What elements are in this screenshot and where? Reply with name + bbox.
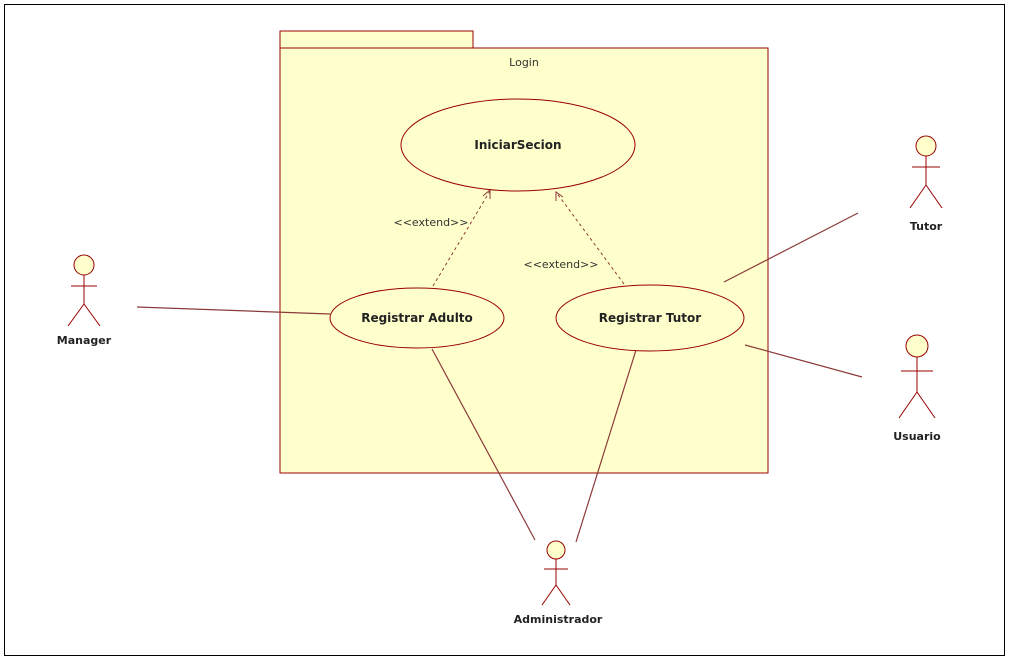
use-case-iniciar-secion[interactable] — [400, 98, 636, 192]
assoc-registrar-tutor-administrador — [575, 349, 637, 543]
extend-label-adulto: <<extend>> — [394, 216, 469, 229]
actor-usuario-label: Usuario — [893, 430, 941, 443]
assoc-registrar-tutor-usuario — [744, 344, 863, 378]
extend-arrow-adulto — [432, 190, 491, 287]
actor-administrador-head — [546, 540, 566, 560]
actor-manager-leg-left — [67, 303, 85, 327]
actor-manager-head — [73, 254, 95, 276]
actor-usuario[interactable]: Usuario — [893, 334, 941, 443]
actor-manager-leg-right — [83, 303, 101, 327]
actor-usuario-leg-right — [916, 391, 936, 419]
actor-manager-label: Manager — [57, 334, 112, 347]
extend-arrow-tutor — [555, 191, 625, 285]
use-case-registrar-tutor-label: Registrar Tutor — [599, 311, 701, 325]
extend-arrowhead-tutor — [555, 191, 564, 201]
actor-manager[interactable]: Manager — [57, 254, 112, 347]
actor-administrador-label: Administrador — [514, 613, 603, 626]
extend-label-tutor: <<extend>> — [524, 258, 599, 271]
actor-tutor-leg-right — [925, 184, 943, 209]
actor-administrador[interactable]: Administrador — [514, 540, 603, 626]
actor-administrador-leg-left — [541, 584, 557, 606]
use-case-registrar-tutor[interactable] — [555, 284, 745, 352]
use-case-iniciar-secion-label: IniciarSecion — [474, 138, 561, 152]
assoc-registrar-tutor-tutor — [723, 212, 859, 283]
use-case-registrar-adulto[interactable] — [329, 287, 505, 349]
assoc-registrar-adulto-administrador — [431, 348, 536, 541]
actor-usuario-head — [905, 334, 929, 358]
actor-tutor-leg-left — [909, 184, 927, 209]
actor-administrador-leg-right — [555, 584, 571, 606]
actor-tutor-label: Tutor — [910, 220, 943, 233]
assoc-manager-registrar-adulto — [136, 306, 331, 315]
actor-tutor[interactable]: Tutor — [909, 135, 943, 233]
use-case-registrar-adulto-label: Registrar Adulto — [361, 311, 473, 325]
package-tab — [279, 30, 474, 49]
package-name: Login — [509, 56, 539, 69]
actor-usuario-leg-left — [898, 391, 918, 419]
actor-tutor-head — [915, 135, 937, 157]
